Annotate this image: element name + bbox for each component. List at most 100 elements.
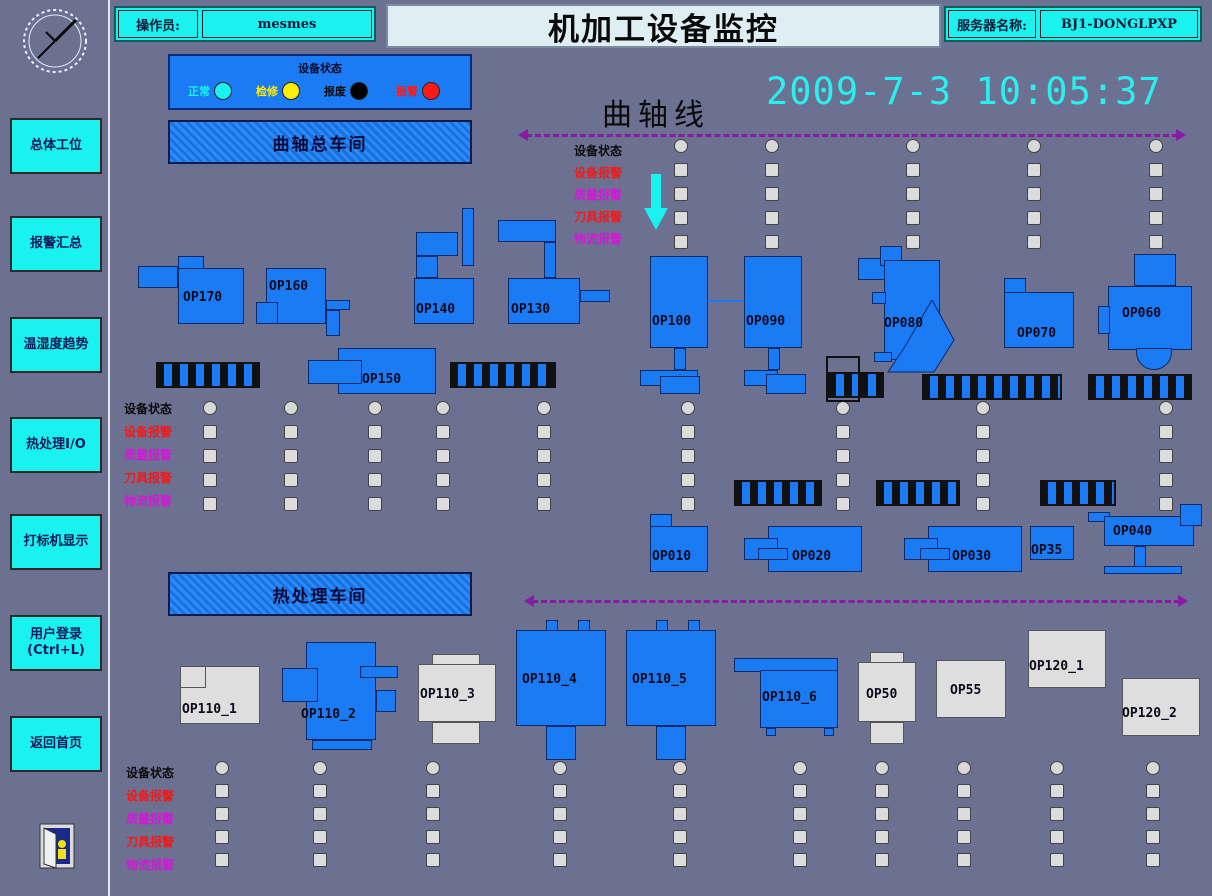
alarm-indicator (1050, 830, 1064, 844)
equip-alarm-label: 设备报警 (574, 166, 623, 180)
machine-label: OP020 (792, 549, 832, 564)
machine-part (887, 300, 955, 373)
alarm-indicator (836, 473, 850, 487)
status-labels-bottom: 设备状态 设备报警 质量报警 刀具报警 物流报警 (126, 762, 174, 877)
alarm-indicator (368, 473, 382, 487)
alarm-indicator (537, 497, 551, 511)
alarm-indicator (765, 187, 779, 201)
equipment-status-indicator (1146, 761, 1160, 775)
legend-title: 设备状态 (298, 62, 342, 75)
machine-body (508, 278, 580, 324)
legend-scrapped-label: 报废 (324, 85, 346, 98)
machine-part (376, 690, 396, 712)
alarm-indicator (673, 830, 687, 844)
nav-overall-stations-button[interactable]: 总体工位 (10, 118, 102, 174)
conveyor-4 (922, 374, 1062, 400)
arrow-right-icon (1176, 129, 1186, 141)
line-title: 曲轴线 (602, 98, 710, 133)
machine-body (744, 256, 802, 348)
machine-label: OP110_1 (182, 702, 237, 717)
alarm-indicator (957, 830, 971, 844)
machine-part (544, 242, 556, 278)
nav-alarm-summary-button[interactable]: 报警汇总 (10, 216, 102, 272)
crank-workshop-banner[interactable]: 曲轴总车间 (168, 120, 472, 164)
quality-alarm-label: 质量报警 (124, 448, 173, 462)
alarm-indicator (553, 807, 567, 821)
alarm-indicator (906, 235, 920, 249)
alarm-indicator (436, 497, 450, 511)
machine-part (1098, 306, 1110, 334)
machine-part (416, 232, 458, 256)
legend-maintenance-label: 检修 (256, 85, 278, 98)
conveyor-8 (1040, 480, 1116, 506)
alarm-indicator (1146, 784, 1160, 798)
alarm-indicator (765, 163, 779, 177)
machine-part (874, 352, 892, 362)
alarm-indicator (284, 497, 298, 511)
equipment-status-indicator (674, 139, 688, 153)
machine-body (266, 268, 326, 324)
machine-label: OP120_1 (1029, 659, 1084, 674)
machine-label: OP110_5 (632, 672, 687, 687)
machine-body (1122, 678, 1200, 736)
operator-label: 操作员: (118, 10, 198, 38)
equipment-status-indicator (215, 761, 229, 775)
nav-return-home-button[interactable]: 返回首页 (10, 716, 102, 772)
alarm-indicator (1050, 784, 1064, 798)
machine-part (824, 728, 834, 736)
machine-part (872, 292, 886, 304)
nav-temp-humidity-trend-button[interactable]: 温湿度趋势 (10, 317, 102, 373)
nav-heat-treatment-io-button[interactable]: 热处理I/O (10, 417, 102, 473)
nav-marking-machine-button[interactable]: 打标机显示 (10, 514, 102, 570)
logistics-alarm-label: 物流报警 (124, 494, 173, 508)
sidebar: 总体工位 报警汇总 温湿度趋势 热处理I/O 打标机显示 用户登录 (Ctrl+… (0, 0, 110, 896)
machine-label: OP060 (1122, 306, 1162, 321)
alarm-indicator (436, 425, 450, 439)
alarm-indicator (976, 473, 990, 487)
conveyor-6 (734, 480, 822, 506)
legend-alarm-label: 报警 (396, 85, 418, 98)
machine-body (626, 630, 716, 726)
machine-part (766, 374, 806, 394)
equipment-status-indicator (765, 139, 779, 153)
alarm-indicator (1027, 187, 1041, 201)
alarm-indicator (875, 784, 889, 798)
alarm-indicator (203, 473, 217, 487)
alarm-indicator (537, 449, 551, 463)
alarm-indicator (1146, 807, 1160, 821)
heat-workshop-banner[interactable]: 热处理车间 (168, 572, 472, 616)
alarm-indicator (426, 830, 440, 844)
alarm-indicator (674, 211, 688, 225)
alarm-indicator (957, 853, 971, 867)
alarm-indicator (957, 807, 971, 821)
machine-part (326, 310, 340, 336)
equipment-status-indicator (426, 761, 440, 775)
alarm-indicator (765, 211, 779, 225)
equip-alarm-label: 设备报警 (126, 789, 175, 803)
machine-label: OP120_2 (1122, 706, 1177, 721)
nav-user-login-button[interactable]: 用户登录 (Ctrl+L) (10, 615, 102, 671)
alarm-indicator (203, 497, 217, 511)
machine-body (418, 664, 496, 722)
alarm-indicator (313, 853, 327, 867)
machine-label: OP150 (362, 372, 402, 387)
alarm-indicator (436, 473, 450, 487)
status-normal-icon (214, 82, 232, 100)
alarm-indicator (793, 807, 807, 821)
machine-part (1134, 254, 1176, 286)
status-head-label: 设备状态 (124, 402, 173, 416)
machine-label: OP110_6 (762, 690, 817, 705)
machine-part (768, 348, 780, 370)
alarm-indicator (553, 853, 567, 867)
alarm-indicator (1149, 187, 1163, 201)
machine-part (326, 300, 350, 310)
exit-door-icon[interactable] (36, 822, 80, 872)
arrow-left-icon (518, 129, 528, 141)
alarm-indicator (426, 853, 440, 867)
machine-body (936, 660, 1006, 718)
machine-part (462, 208, 474, 266)
machine-label: OP110_3 (420, 687, 475, 702)
alarm-indicator (1159, 497, 1173, 511)
machine-label: OP35 (1031, 543, 1063, 558)
machine-label: OP170 (183, 290, 223, 305)
